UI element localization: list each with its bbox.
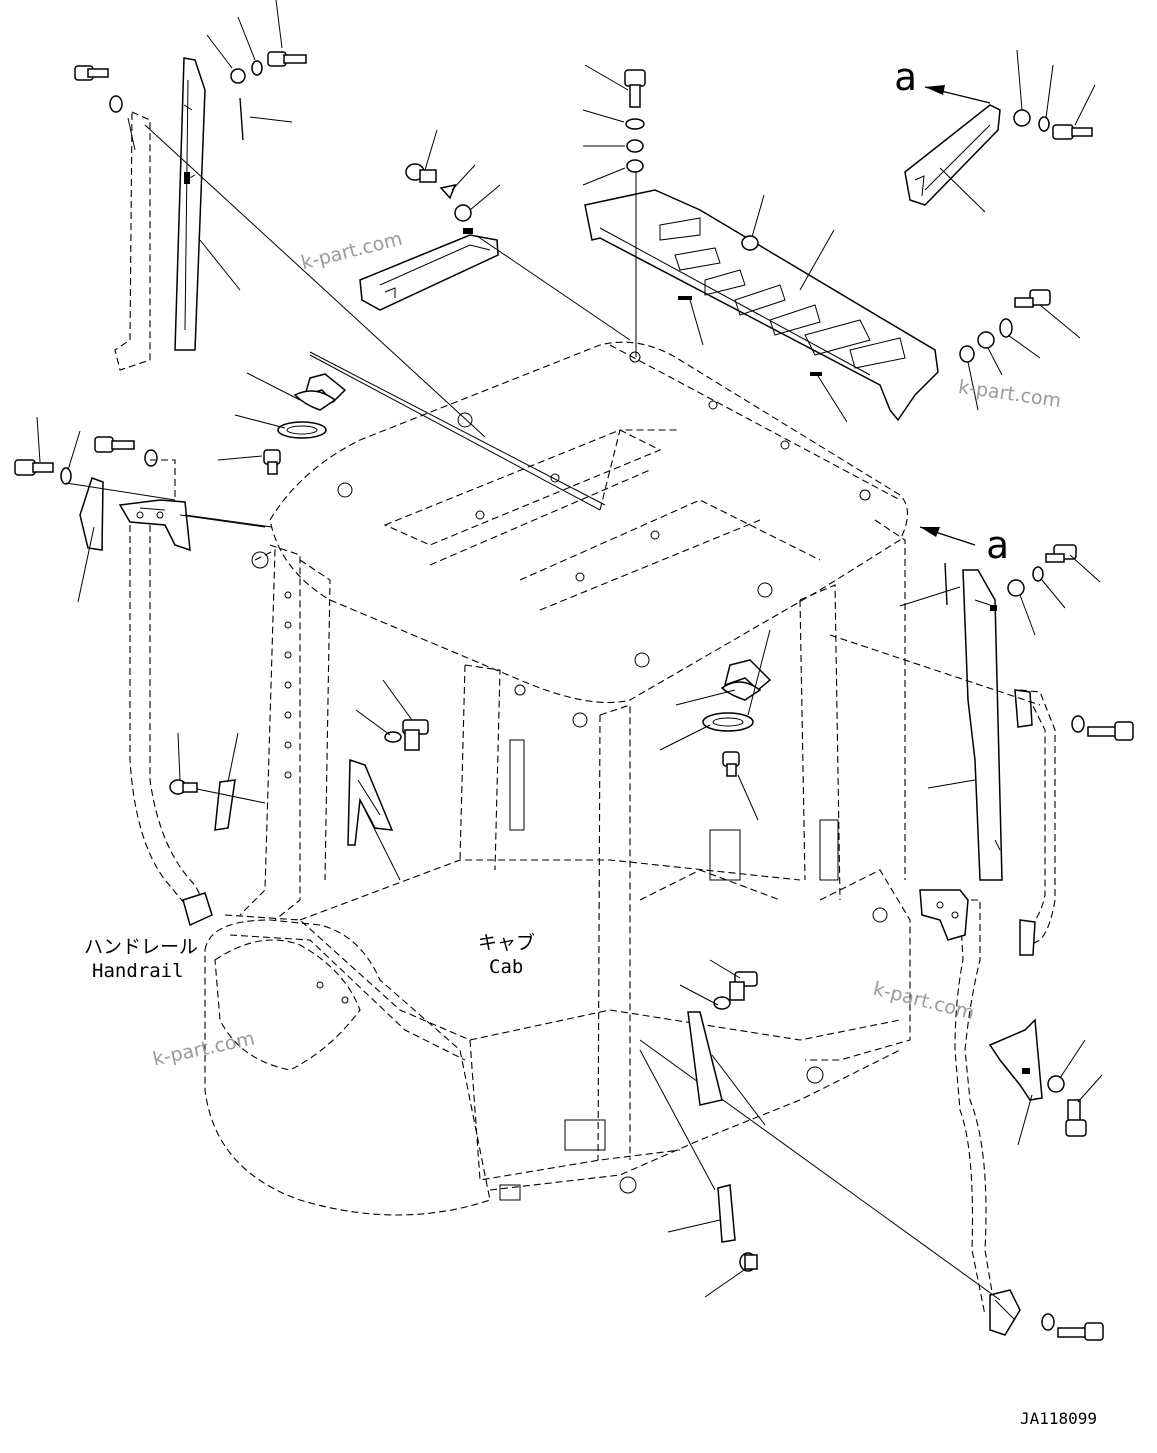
right-hinge-bracket — [919, 889, 969, 941]
drawing-number: JA118099 — [1020, 1409, 1098, 1428]
left-side-small-latch — [169, 732, 266, 831]
handrail-label-en: Handrail — [92, 960, 184, 982]
cab-label-jp: キャブ — [478, 932, 536, 954]
top-left-fasteners — [74, 51, 307, 141]
left-hinge-bracket — [14, 416, 273, 603]
top-right-cover — [904, 49, 1096, 213]
right-vertical-cover — [899, 526, 1003, 881]
view-a-label-right: a — [986, 523, 1009, 567]
cab-label-en: Cab — [489, 956, 524, 978]
left-roof-latch — [217, 354, 601, 511]
center-roof-latch — [659, 629, 772, 821]
right-cover-fasteners — [1007, 544, 1134, 741]
handrail-label-jp: ハンドレール — [84, 936, 199, 958]
right-handrail — [829, 634, 1056, 1336]
left-top-vertical-cover — [174, 57, 206, 351]
misc-leaders — [179, 351, 606, 528]
cab-roof — [251, 341, 909, 704]
roof-bracket-left — [359, 129, 631, 341]
left-lower-handrail — [129, 459, 213, 927]
cab-body — [204, 519, 911, 1216]
bottom-center-bracket — [679, 959, 766, 1126]
right-mid-fasteners — [959, 289, 1081, 411]
left-upper-handrail — [114, 111, 151, 371]
left-cab-bracket — [347, 679, 429, 881]
top-center-fasteners — [582, 64, 646, 186]
bottom-latch-plate — [639, 1049, 758, 1298]
leaders-top-left — [144, 0, 486, 438]
view-a-label-top: a — [894, 55, 917, 99]
roof-rear-panel — [584, 160, 939, 423]
